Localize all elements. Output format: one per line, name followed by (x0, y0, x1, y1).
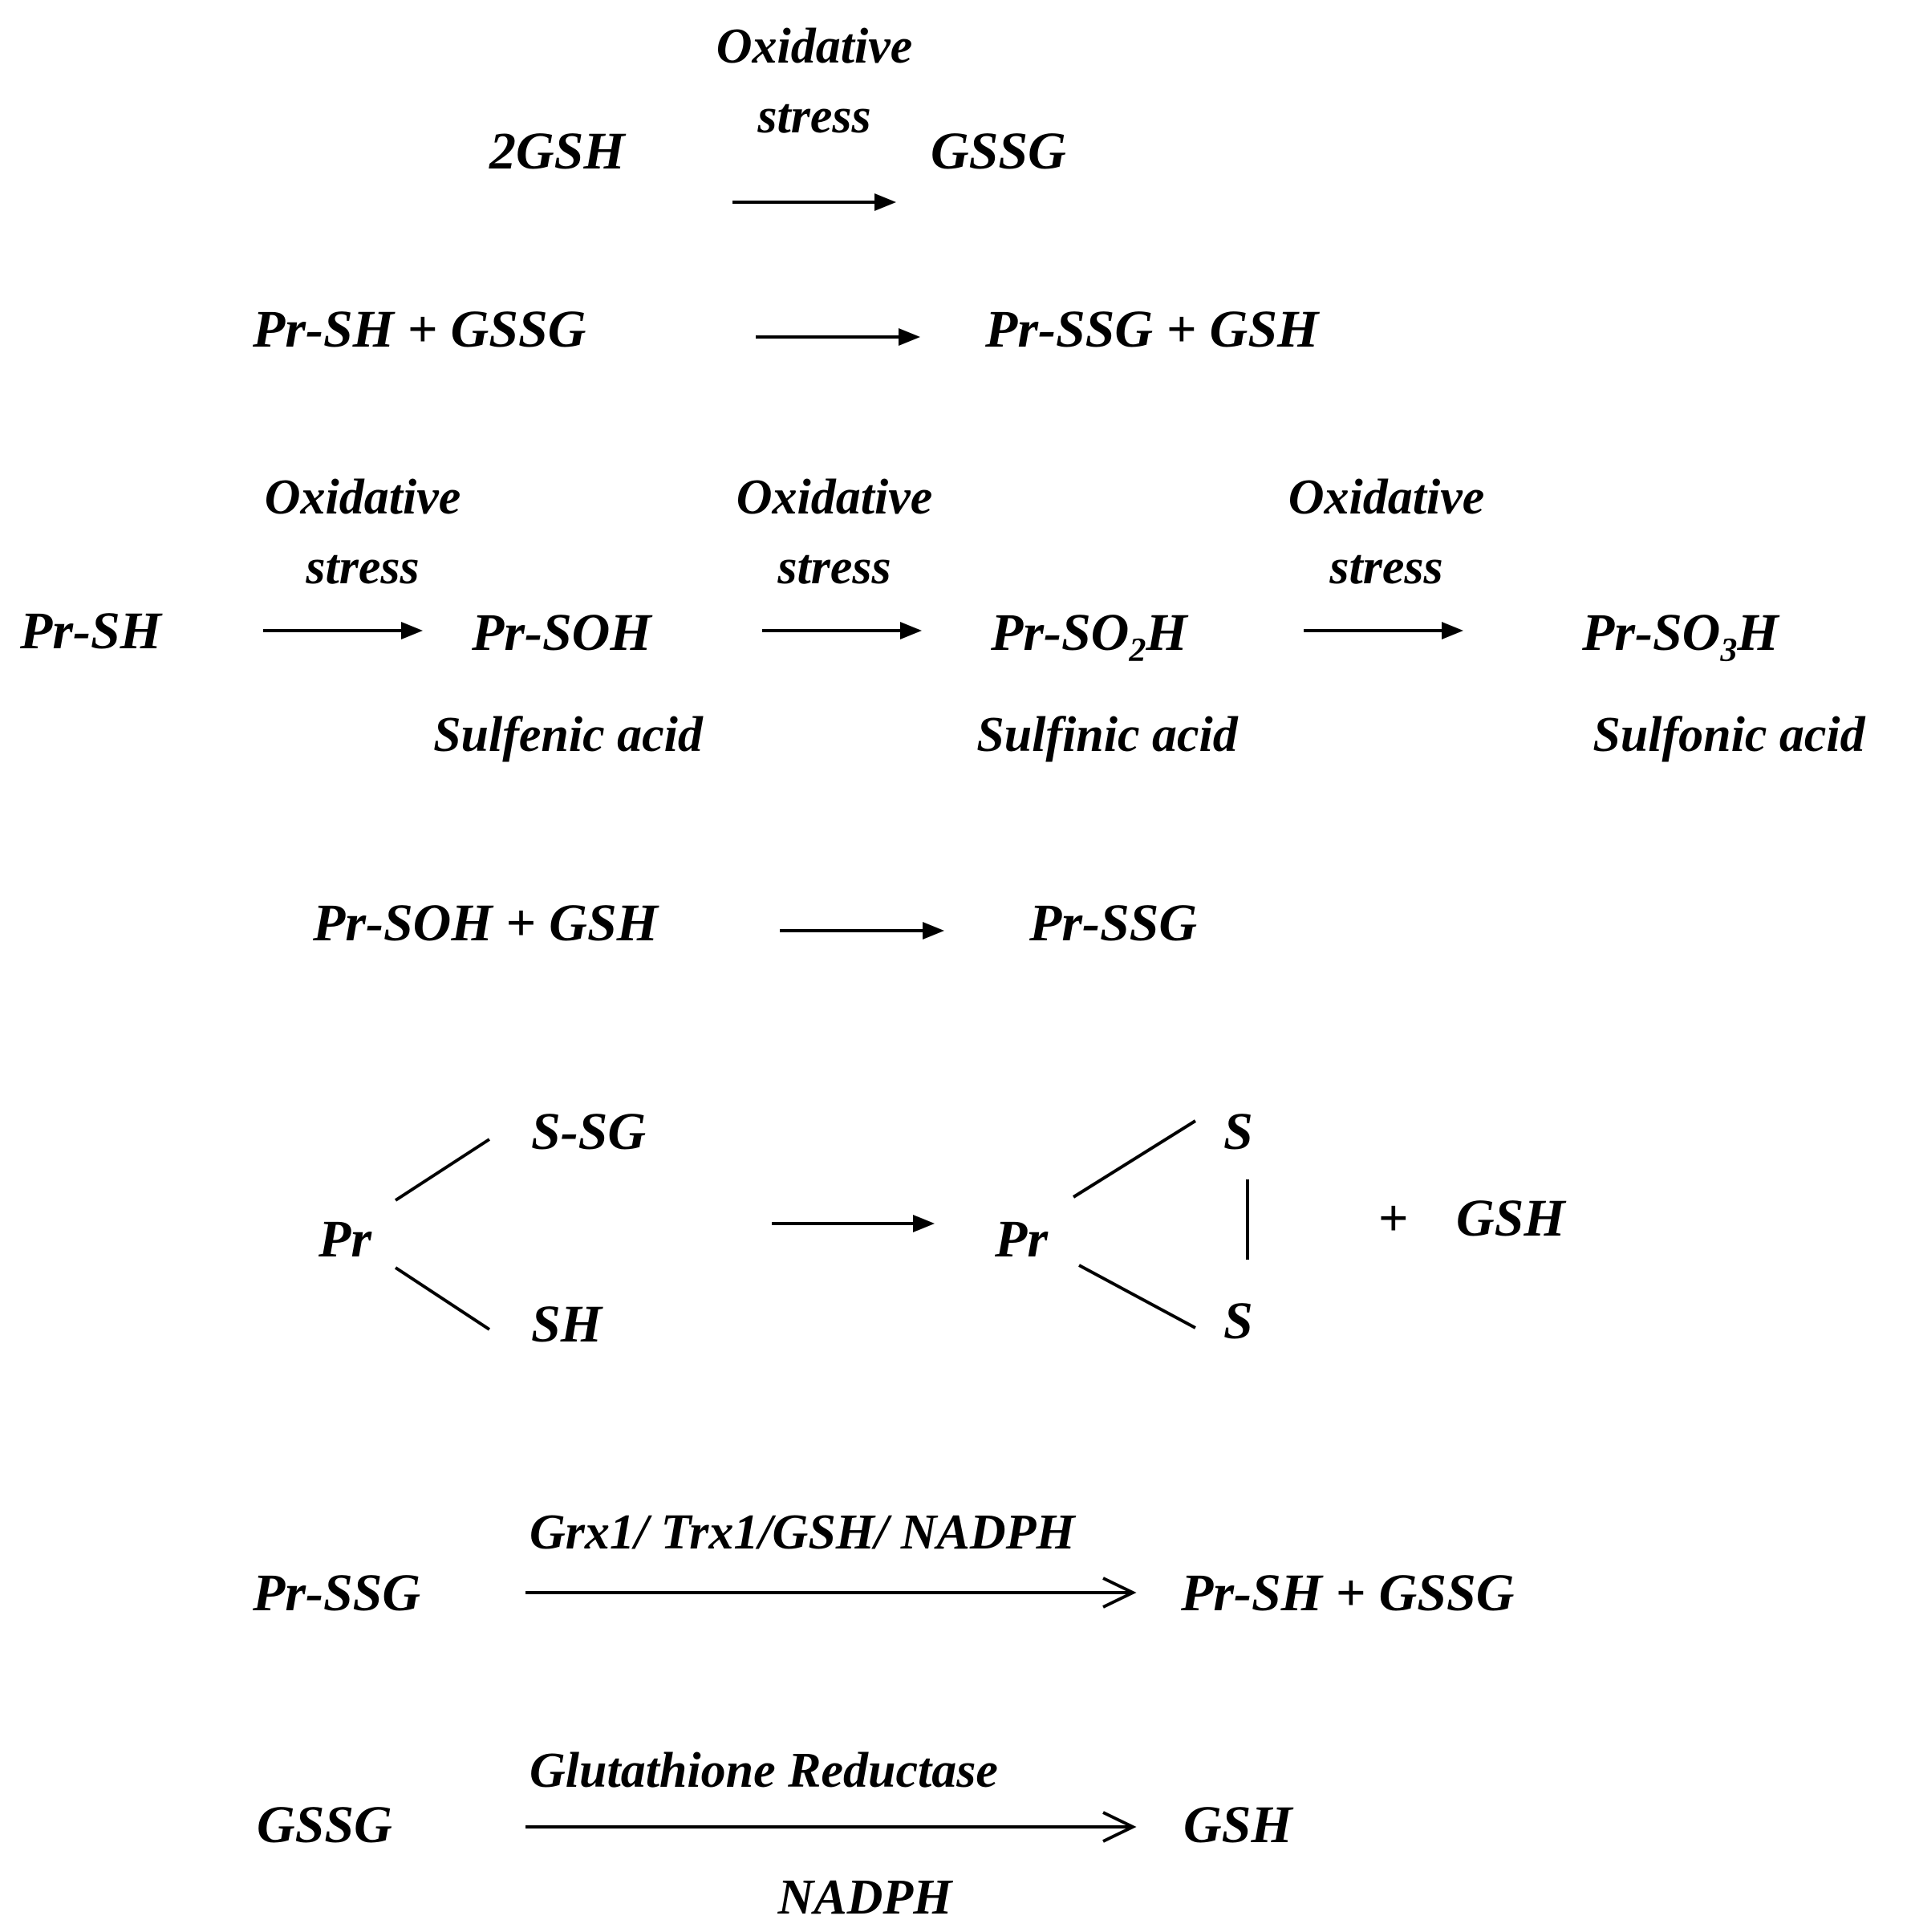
r6-reactant: Pr-SSG (252, 1564, 420, 1622)
r5-plus: + (1378, 1189, 1409, 1248)
r3-condition-1-line1: Oxidative (265, 470, 461, 525)
r3-sulfenic-formula: Pr-SOH (471, 603, 653, 662)
r1-condition-line2: stress (757, 89, 870, 144)
r3-condition-3-line1: Oxidative (1288, 470, 1485, 525)
r3-sulfinic-suffix: H (1145, 603, 1189, 662)
r5-reactant-core: Pr (318, 1210, 372, 1268)
r7-reactant: GSSG (257, 1796, 392, 1854)
r3-sulfonic-name: Sulfonic acid (1592, 708, 1865, 762)
r5-reactant-bond-bottom (394, 1266, 491, 1331)
r1-condition-line1: Oxidative (716, 19, 913, 74)
r3-sulfonic-suffix: H (1736, 603, 1780, 662)
r5-product-bond-top (1072, 1119, 1197, 1199)
r3-sulfenic-name: Sulfenic acid (433, 708, 704, 762)
r3-start: Pr-SH (19, 602, 164, 660)
reaction-3: Pr-SH Oxidative stress Pr-SOH Sulfenic a… (19, 470, 1866, 762)
r2-arrow (756, 328, 920, 346)
reaction-2: Pr-SH + GSSG Pr-SSG + GSH (252, 300, 1321, 359)
r5-reactant-bottom: SH (531, 1295, 604, 1354)
r5-product-bond-bottom (1078, 1264, 1196, 1329)
r3-condition-3-line2: stress (1329, 540, 1442, 595)
r6-arrow (525, 1577, 1137, 1609)
reaction-5: Pr S-SG SH Pr S S + GSH (318, 1102, 1567, 1354)
r5-product-bottom: S (1223, 1292, 1253, 1350)
r3-sulfinic-subscript: 2 (1128, 632, 1146, 669)
r3-arrow-2 (762, 622, 922, 639)
r3-sulfonic-subscript: 3 (1719, 632, 1737, 669)
r4-arrow (780, 922, 944, 940)
r7-enzyme: Glutathione Reductase (529, 1743, 998, 1798)
r2-reactants: Pr-SH + GSSG (252, 300, 586, 359)
reaction-7: GSSG Glutathione Reductase NADPH GSH (257, 1743, 1294, 1925)
r7-product: GSH (1183, 1796, 1294, 1854)
r3-condition-1-line2: stress (305, 540, 419, 595)
r3-sulfinic-prefix: Pr-SO (990, 603, 1129, 662)
r3-sulfinic-formula: Pr-SO2H (990, 603, 1189, 669)
r3-arrow-1 (263, 622, 423, 639)
r3-condition-2-line2: stress (777, 540, 891, 595)
r7-arrow (525, 1811, 1137, 1843)
r5-arrow (772, 1215, 935, 1232)
r3-sulfonic-formula: Pr-SO3H (1581, 603, 1780, 669)
r3-arrow-3 (1304, 622, 1463, 639)
r5-product-core: Pr (994, 1210, 1049, 1268)
r4-reactants: Pr-SOH + GSH (312, 894, 660, 952)
r6-products: Pr-SH + GSSG (1180, 1564, 1514, 1622)
reaction-1: 2GSH Oxidative stress GSSG (489, 19, 1066, 211)
r6-catalyst: Grx1/ Trx1/GSH/ NADPH (529, 1505, 1077, 1560)
r5-product-top: S (1223, 1102, 1253, 1161)
r2-products: Pr-SSG + GSH (984, 300, 1321, 359)
r3-sulfinic-name: Sulfinic acid (976, 708, 1239, 762)
r3-sulfonic-prefix: Pr-SO (1581, 603, 1720, 662)
r5-reactant-bond-top (394, 1138, 491, 1202)
r5-reactant-top: S-SG (531, 1102, 646, 1161)
r1-reactant: 2GSH (489, 122, 627, 181)
reaction-6: Pr-SSG Grx1/ Trx1/GSH/ NADPH Pr-SH + GSS… (252, 1505, 1514, 1622)
r5-byproduct: GSH (1456, 1189, 1567, 1248)
reaction-4: Pr-SOH + GSH Pr-SSG (312, 894, 1197, 952)
r3-condition-2-line1: Oxidative (736, 470, 933, 525)
r7-cofactor: NADPH (777, 1870, 954, 1925)
r1-arrow (732, 193, 896, 211)
r4-product: Pr-SSG (1029, 894, 1197, 952)
r1-product: GSSG (931, 122, 1066, 181)
